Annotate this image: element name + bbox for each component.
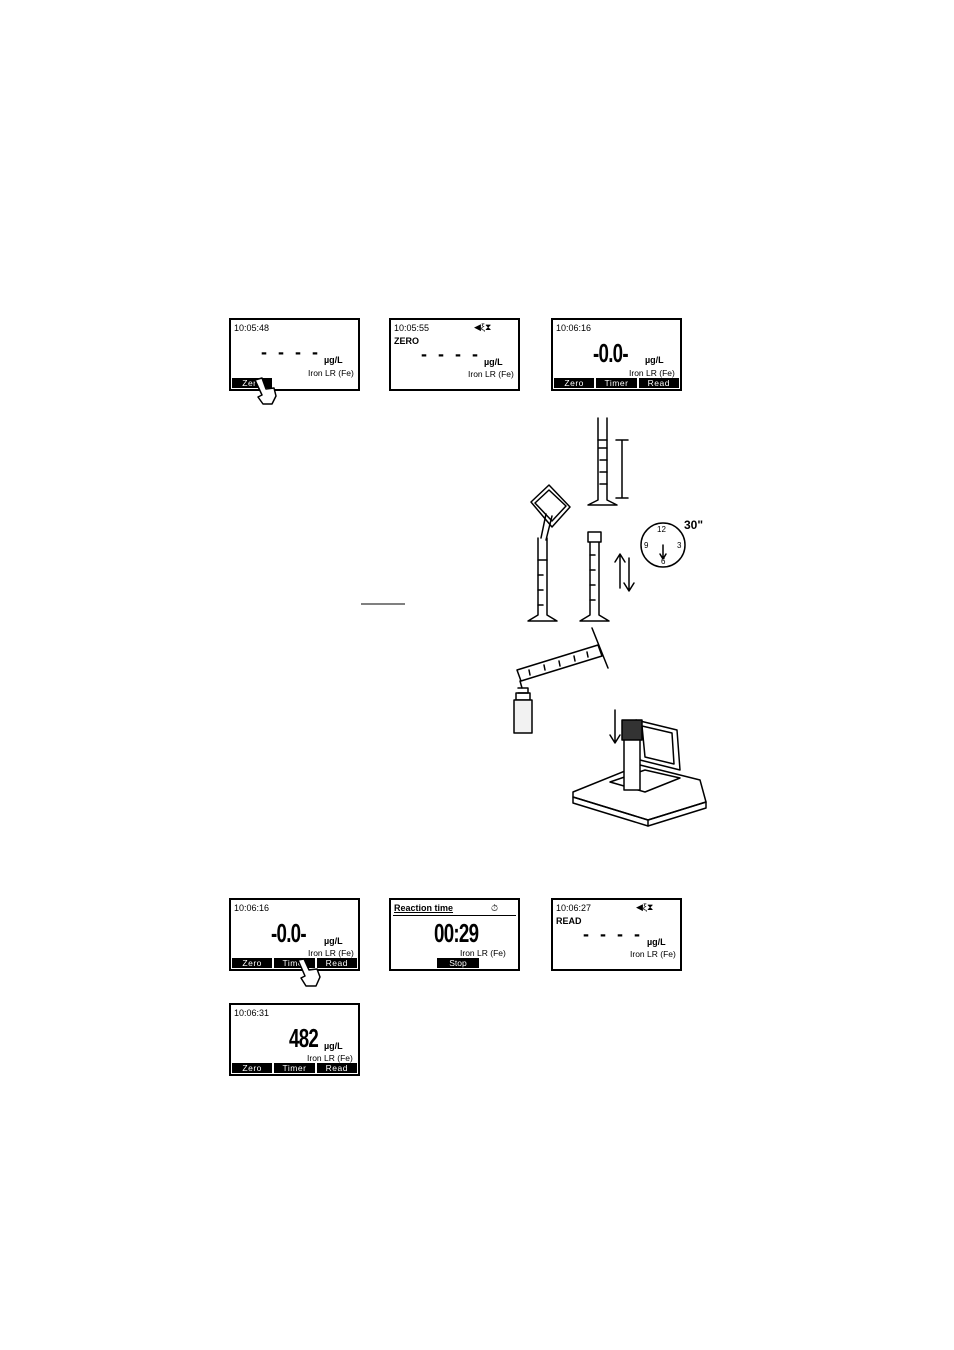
shake-time-label: 30" (684, 518, 703, 532)
clock-time: 10:06:16 (556, 323, 592, 333)
unit-label: µg/L (324, 936, 343, 946)
clock-time: 10:06:31 (234, 1008, 270, 1018)
parameter-label: Iron LR (Fe) (468, 369, 514, 379)
unit-label: µg/L (324, 1041, 343, 1051)
beep-hourglass-icon: ◀ξ⧗ (474, 322, 492, 332)
clock-number-6: 6 (661, 557, 666, 566)
zero-softkey[interactable]: Zero (554, 378, 595, 388)
unit-label: µg/L (647, 937, 666, 947)
read-softkey[interactable]: Read (638, 378, 679, 388)
sample-vial-icon (513, 687, 533, 734)
reagent-packet-icon (530, 484, 571, 541)
lcd-screen-zeroing: 10:05:55 ◀ξ⧗ ZERO - - - - µg/L Iron LR (… (389, 318, 520, 391)
parameter-label: Iron LR (Fe) (460, 948, 506, 958)
pointing-hand-icon (254, 377, 277, 405)
parameter-label: Iron LR (Fe) (629, 368, 675, 378)
parameter-label: Iron LR (Fe) (307, 1053, 353, 1063)
unit-label: µg/L (645, 355, 664, 365)
reaction-time-title: Reaction time (394, 903, 454, 913)
photometer-instrument-icon (572, 719, 707, 827)
reading-value: 482 (289, 1023, 319, 1053)
lcd-screen-timer-prompt: 10:06:16 -0.0- µg/L Iron LR (Fe) Zero Ti… (229, 898, 360, 971)
shake-arrows-icon (614, 553, 635, 592)
zero-softkey[interactable]: Zero (232, 378, 272, 388)
clock-time: 10:05:55 (394, 323, 430, 333)
cylinder-pouring-icon (516, 627, 609, 689)
mode-label: READ (556, 916, 582, 926)
timer-softkey[interactable]: Timer (274, 958, 315, 968)
softkey-bar: Zero (232, 378, 272, 388)
down-arrow-icon (609, 709, 621, 744)
clock-time: 10:06:16 (234, 903, 270, 913)
softkey-bar: Zero Timer Read (554, 378, 679, 388)
reading-value: -0.0- (271, 918, 307, 948)
stopwatch-icon: ⏱ (491, 903, 499, 913)
clock-icon (640, 522, 686, 568)
read-softkey[interactable]: Read (316, 1063, 357, 1073)
beep-hourglass-icon: ◀ξ⧗ (636, 902, 654, 912)
reading-dashes: - - - - (421, 344, 481, 364)
graduated-cylinder-icon (587, 417, 629, 506)
parameter-label: Iron LR (Fe) (308, 948, 354, 958)
mode-label: ZERO (394, 336, 420, 346)
graduated-cylinder-icon (579, 531, 610, 622)
pointing-hand-icon (297, 958, 321, 987)
clock-number-9: 9 (644, 541, 649, 550)
timer-softkey[interactable]: Timer (274, 1063, 315, 1073)
stop-softkey[interactable]: Stop (437, 958, 479, 968)
reading-value: -0.0- (593, 338, 629, 368)
zero-softkey[interactable]: Zero (232, 1063, 273, 1073)
graduated-cylinder-icon (527, 537, 558, 622)
softkey-bar: Zero Timer Read (232, 1063, 357, 1073)
countdown-value: 00:29 (434, 918, 479, 948)
lcd-screen-zero-prompt: 10:05:48 - - - - µg/L Iron LR (Fe) Zero (229, 318, 360, 391)
parameter-label: Iron LR (Fe) (630, 949, 676, 959)
clock-number-3: 3 (677, 541, 682, 550)
lcd-screen-result: 10:06:31 482 µg/L Iron LR (Fe) Zero Time… (229, 1003, 360, 1076)
zero-softkey[interactable]: Zero (232, 958, 273, 968)
read-softkey[interactable]: Read (316, 958, 357, 968)
reading-dashes: - - - - (261, 342, 321, 362)
unit-label: µg/L (324, 355, 343, 365)
lcd-screen-reaction-timer: Reaction time ⏱ 00:29 Iron LR (Fe) Stop (389, 898, 520, 971)
lcd-screen-zero-result: 10:06:16 -0.0- µg/L Iron LR (Fe) Zero Ti… (551, 318, 682, 391)
reading-dashes: - - - - (583, 924, 643, 944)
clock-time: 10:06:27 (556, 903, 592, 913)
parameter-label: Iron LR (Fe) (308, 368, 354, 378)
title-divider (393, 915, 516, 916)
clock-time: 10:05:48 (234, 323, 270, 333)
clock-number-12: 12 (657, 525, 666, 534)
softkey-bar: Zero Timer Read (232, 958, 357, 968)
lcd-screen-reading: 10:06:27 ◀ξ⧗ READ - - - - µg/L Iron LR (… (551, 898, 682, 971)
timer-softkey[interactable]: Timer (596, 378, 637, 388)
unit-label: µg/L (484, 357, 503, 367)
